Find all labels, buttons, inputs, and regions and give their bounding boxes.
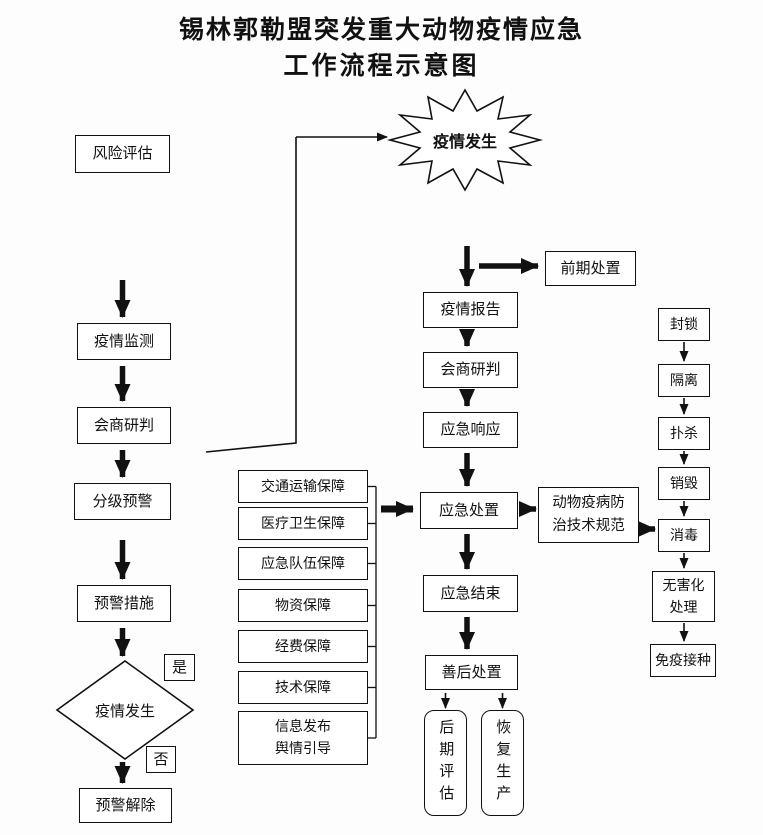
node-disease-control-standard: 动物疫病防治技术规范 xyxy=(538,487,639,543)
information-support-line-2: 舆情引导 xyxy=(275,740,331,756)
node-emergency-end: 应急结束 xyxy=(423,575,518,612)
node-early-disposal: 前期处置 xyxy=(545,251,636,286)
node-technical-support: 技术保障 xyxy=(238,671,368,704)
node-resume-production: 恢复生产 xyxy=(481,710,524,816)
burst-label: 疫情发生 xyxy=(432,134,497,151)
node-harmless-treatment: 无害化处理 xyxy=(652,571,715,622)
node-emergency-response: 应急响应 xyxy=(423,412,518,448)
node-immunization: 免疫接种 xyxy=(650,644,716,677)
node-medical-support: 医疗卫生保障 xyxy=(238,507,368,540)
node-emergency-disposal: 应急处置 xyxy=(420,492,518,529)
node-aftermath-disposal: 善后处置 xyxy=(425,655,518,690)
resume-production-label: 恢复生产 xyxy=(494,719,512,807)
node-risk-assessment: 风险评估 xyxy=(75,135,170,173)
node-consultation-center: 会商研判 xyxy=(423,352,518,388)
node-funding-support: 经费保障 xyxy=(238,630,368,663)
node-information-support: 信息发布 舆情引导 xyxy=(238,711,368,765)
title-line-1: 锡林郭勒盟突发重大动物疫情应急 xyxy=(178,16,584,44)
node-warning-lifted: 预警解除 xyxy=(79,788,172,823)
node-graded-warning: 分级预警 xyxy=(74,483,171,520)
node-blockade: 封锁 xyxy=(658,308,710,341)
node-warning-measures: 预警措施 xyxy=(77,585,171,622)
diagram-title: 锡林郭勒盟突发重大动物疫情应急 工作流程示意图 xyxy=(0,12,763,84)
decision-yes-label: 是 xyxy=(164,654,195,681)
node-material-support: 物资保障 xyxy=(238,589,368,622)
node-disinfection: 消毒 xyxy=(658,519,710,552)
node-consultation-left: 会商研判 xyxy=(77,407,171,444)
node-team-support: 应急队伍保障 xyxy=(238,547,368,580)
node-isolation: 隔离 xyxy=(658,364,710,397)
node-epidemic-report: 疫情报告 xyxy=(423,292,518,328)
node-transport-support: 交通运输保障 xyxy=(238,470,368,503)
node-culling: 扑杀 xyxy=(658,417,710,450)
information-support-line-1: 信息发布 xyxy=(275,718,331,735)
node-epidemic-monitoring: 疫情监测 xyxy=(77,323,171,360)
node-later-evaluation: 后期评估 xyxy=(424,710,467,816)
decision-epidemic-occurs-label: 疫情发生 xyxy=(94,702,155,720)
decision-no-label: 否 xyxy=(146,746,176,773)
title-line-2: 工作流程示意图 xyxy=(283,52,480,80)
later-evaluation-label: 后期评估 xyxy=(437,719,455,807)
node-destruction: 销毁 xyxy=(658,467,710,500)
